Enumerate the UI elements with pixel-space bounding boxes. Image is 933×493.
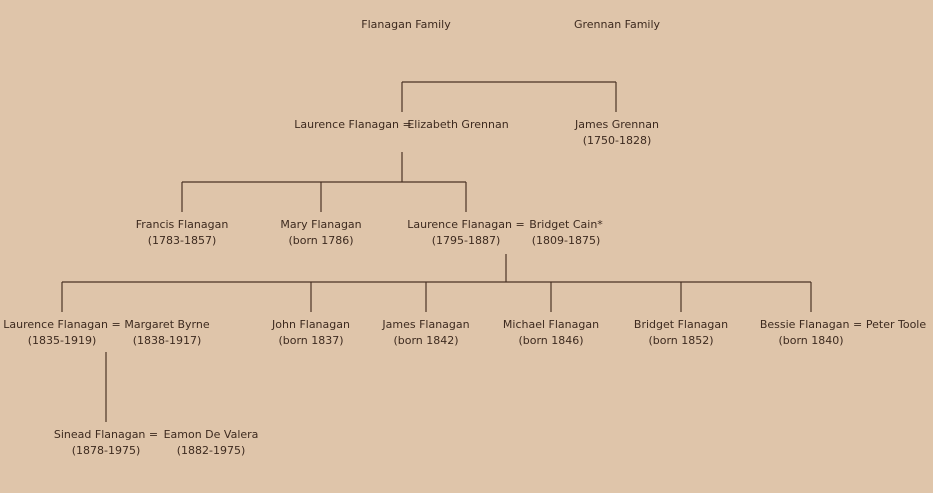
person-peter-toole: Peter Toole [866,317,926,333]
person-michael-flanagan: Michael Flanagan (born 1846) [503,317,599,349]
person-name: Laurence Flanagan = [294,118,412,131]
person-bridget-flanagan: Bridget Flanagan (born 1852) [634,317,728,349]
person-laurence-flanagan-1795: Laurence Flanagan = (1795-1887) [407,217,524,249]
person-dates: (1835-1919) [27,334,97,347]
person-james-grennan: James Grennan (1750-1828) [575,117,659,149]
person-name: James Grennan [575,118,659,131]
person-sinead-flanagan: Sinead Flanagan = (1878-1975) [54,427,158,459]
person-laurence-flanagan-sr: Laurence Flanagan = [294,117,411,133]
person-dates: (born 1842) [393,334,459,347]
person-name: Peter Toole [865,318,927,331]
person-bridget-cain: Bridget Cain* (1809-1875) [529,217,603,249]
person-dates: (born 1846) [518,334,584,347]
person-name: Eamon De Valera [163,428,259,441]
flanagan-family-header: Flanagan Family [361,18,451,31]
person-dates: (1838-1917) [132,334,202,347]
person-dates: (born 1786) [288,234,354,247]
person-dates: (1878-1975) [71,444,141,457]
person-name: Michael Flanagan [502,318,600,331]
person-name: Mary Flanagan [280,218,362,231]
person-name: Bridget Cain* [529,218,603,231]
person-name: Elizabeth Grennan [407,118,509,131]
person-name: Bridget Flanagan [633,318,729,331]
person-name: James Flanagan [382,318,470,331]
person-james-flanagan: James Flanagan (born 1842) [382,317,469,349]
person-margaret-byrne: Margaret Byrne (1838-1917) [124,317,209,349]
person-bessie-flanagan: Bessie Flanagan = (born 1840) [760,317,862,349]
person-dates: (1882-1975) [176,444,246,457]
person-name: Laurence Flanagan = [3,318,121,331]
person-eamon-de-valera: Eamon De Valera (1882-1975) [164,427,259,459]
person-name: Francis Flanagan [135,218,229,231]
person-name: Margaret Byrne [124,318,210,331]
person-francis-flanagan: Francis Flanagan (1783-1857) [136,217,229,249]
person-dates: (born 1852) [648,334,714,347]
person-dates: (1783-1857) [147,234,217,247]
person-laurence-flanagan-1835: Laurence Flanagan = (1835-1919) [3,317,120,349]
person-elizabeth-grennan: Elizabeth Grennan [407,117,508,133]
person-name: John Flanagan [272,318,350,331]
person-name: Laurence Flanagan = [407,218,525,231]
person-dates: (born 1840) [778,334,844,347]
person-dates: (1795-1887) [431,234,501,247]
person-john-flanagan: John Flanagan (born 1837) [272,317,350,349]
person-dates: (1750-1828) [582,134,652,147]
person-dates: (1809-1875) [531,234,601,247]
person-dates: (born 1837) [278,334,344,347]
person-name: Sinead Flanagan = [53,428,159,441]
person-mary-flanagan: Mary Flanagan (born 1786) [280,217,361,249]
grennan-family-header: Grennan Family [573,18,661,31]
person-name: Bessie Flanagan = [759,318,863,331]
